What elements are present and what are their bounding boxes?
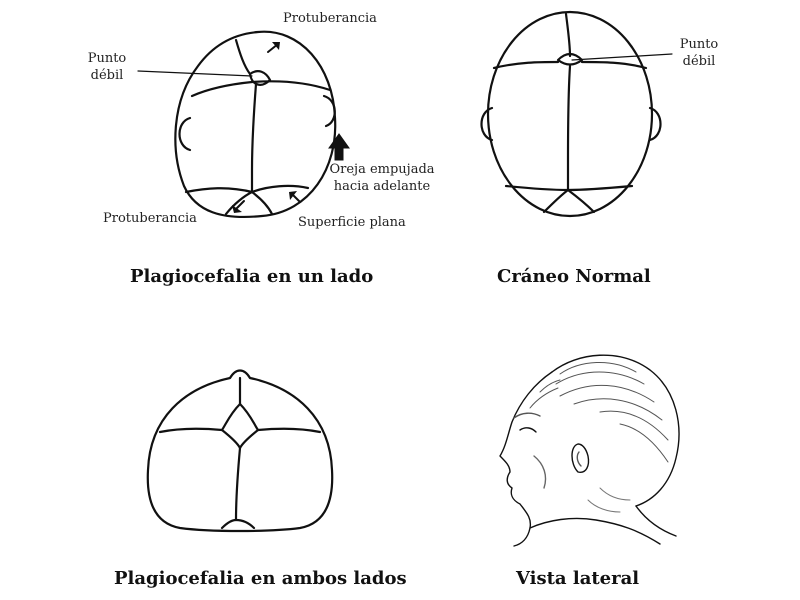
skull-both-sides-coronal-suture <box>158 427 322 434</box>
skull-one-side-back-suture <box>224 190 274 216</box>
label-normal-weak-spot: Punto débil <box>672 36 726 70</box>
lateral-eye <box>519 427 537 433</box>
label-ear-line1: Oreja empujada <box>329 162 435 177</box>
skull-both-sides-back-suture <box>220 518 256 530</box>
skull-one-side-front-suture <box>234 38 252 76</box>
skull-normal-front-suture <box>564 12 572 58</box>
lateral-cheek <box>533 455 547 489</box>
caption-lateral: Vista lateral <box>516 568 640 589</box>
caption-one-side: Plagiocefalia en un lado <box>130 266 374 287</box>
skull-one-side-lambdoid-suture <box>184 184 310 194</box>
skull-one-side-outline <box>174 30 337 219</box>
label-bulge-bottom: Protuberancia <box>103 211 197 226</box>
label-ear-pushed-forward: Oreja empujada hacia adelante <box>318 161 446 195</box>
skull-both-sides-sagittal-suture <box>234 446 242 522</box>
bulge-top-arrow <box>267 42 280 53</box>
lateral-ear-inner <box>576 451 582 467</box>
skull-normal-drawing <box>480 10 662 218</box>
lateral-view-drawing <box>499 354 680 547</box>
label-weak-spot-line2: débil <box>90 68 124 83</box>
lateral-ear <box>571 443 590 473</box>
skull-normal-outline <box>486 10 654 218</box>
label-weak-spot-line1: Punto <box>87 51 127 66</box>
skull-normal-back-suture <box>542 188 596 214</box>
skull-one-side-left-ear <box>178 116 192 152</box>
label-normal-weak-spot-line2: débil <box>682 54 716 69</box>
normal-weak-spot-pointer-line <box>571 53 673 61</box>
lateral-neck-shading <box>587 487 631 513</box>
caption-both-sides: Plagiocefalia en ambos lados <box>114 568 407 589</box>
weak-spot-pointer-line <box>137 70 253 77</box>
caption-normal: Cráneo Normal <box>497 266 651 287</box>
label-normal-weak-spot-line1: Punto <box>679 37 719 52</box>
label-flat-surface: Superficie plana <box>298 215 406 230</box>
lateral-head-outline <box>551 354 680 507</box>
skull-one-side-coronal-suture <box>190 80 332 98</box>
flat-surface-arrow <box>289 191 301 203</box>
label-weak-spot: Punto débil <box>78 50 136 84</box>
skull-normal-sagittal-suture <box>566 64 572 192</box>
lateral-brow <box>513 412 541 419</box>
skull-normal-right-ear <box>648 106 662 142</box>
ear-pushed-arrow <box>328 133 350 161</box>
lateral-neck-back <box>635 505 677 537</box>
skull-both-sides-fontanelle <box>220 402 260 450</box>
lateral-shoulder <box>529 517 661 545</box>
bulge-bottom-arrow <box>232 200 245 213</box>
skull-normal-coronal-suture <box>492 60 648 70</box>
label-ear-line2: hacia adelante <box>333 179 431 194</box>
skull-both-sides-outline <box>146 369 334 533</box>
skull-one-side-sagittal-suture <box>250 82 258 194</box>
label-bulge-top: Protuberancia <box>283 11 377 26</box>
skull-both-sides-drawing <box>146 369 334 533</box>
lateral-hair-strokes <box>529 362 669 463</box>
skull-one-side-drawing <box>174 30 337 219</box>
lateral-face-profile <box>499 371 553 547</box>
